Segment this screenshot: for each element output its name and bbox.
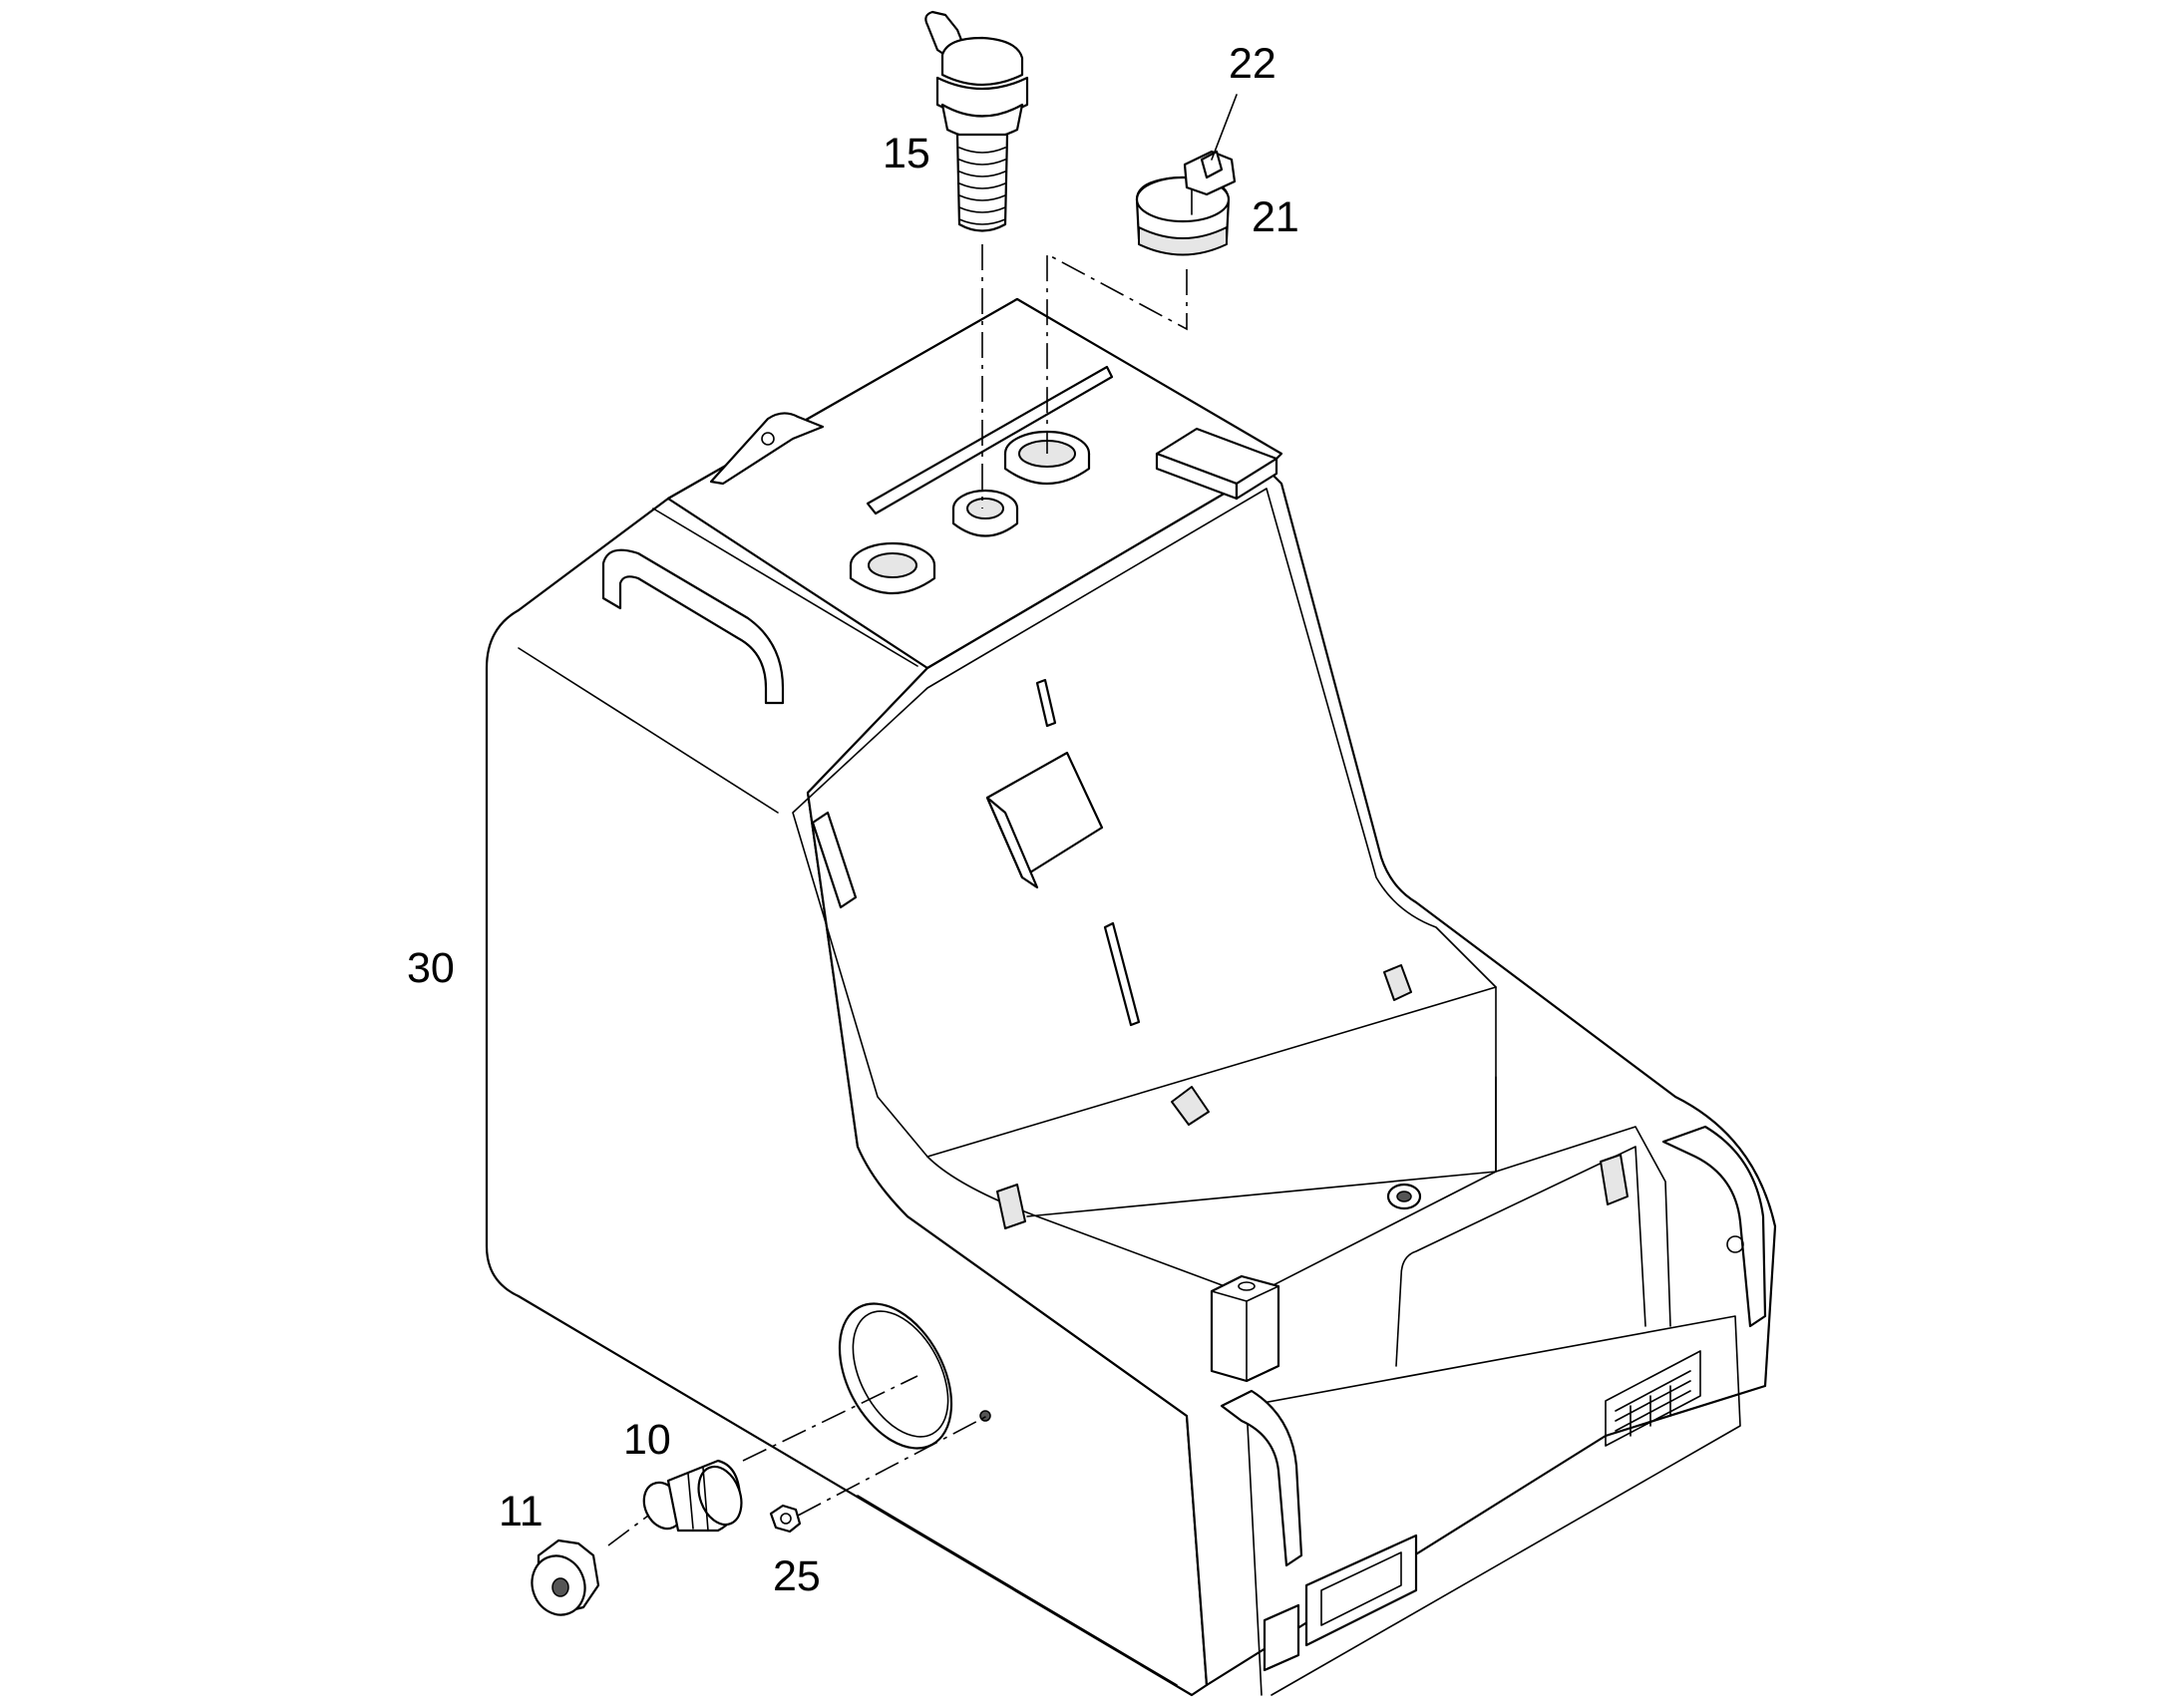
vent-grid bbox=[1605, 1350, 1701, 1447]
block-right bbox=[1600, 1154, 1629, 1205]
tank-bottom-edge bbox=[857, 1495, 1178, 1686]
top-mount-plate bbox=[1155, 427, 1278, 501]
fitting-threaded-stem bbox=[955, 133, 1009, 232]
part-15-threaded-fitting bbox=[924, 10, 1029, 232]
connector-front bbox=[697, 1465, 743, 1527]
tank-bevel-line-b bbox=[652, 508, 918, 667]
wall-bracket bbox=[811, 811, 858, 909]
hex-nut-hole bbox=[780, 1513, 792, 1525]
lifting-lug bbox=[709, 412, 825, 486]
cap-band bbox=[1138, 226, 1228, 256]
assembly-line-10 bbox=[607, 1375, 918, 1546]
wall-slot-upper bbox=[1035, 678, 1057, 728]
callout-11: 11 bbox=[499, 1488, 544, 1536]
floor-fitting bbox=[1386, 1183, 1422, 1210]
part-25-nut bbox=[769, 1504, 802, 1534]
part-10-connector bbox=[642, 1459, 743, 1533]
connector-grooves bbox=[687, 1467, 709, 1532]
knurled-cap-hole bbox=[551, 1577, 569, 1597]
callout-25: 25 bbox=[773, 1552, 821, 1600]
callout-30: 30 bbox=[407, 944, 455, 992]
block-center bbox=[1171, 1086, 1210, 1126]
carry-handle bbox=[601, 548, 785, 705]
callout-22: 22 bbox=[1229, 40, 1276, 88]
plug-tab bbox=[1200, 150, 1224, 179]
assembly-line-25 bbox=[797, 1415, 988, 1517]
tank-bevel-line-a bbox=[518, 647, 779, 814]
side-port-screw bbox=[979, 1410, 991, 1422]
block-left bbox=[996, 1184, 1026, 1229]
part-22-sensor-plug bbox=[1183, 150, 1237, 215]
assembly-lines bbox=[607, 244, 1188, 1546]
block-right-upper bbox=[1383, 964, 1412, 1001]
port-ring-small bbox=[951, 489, 1019, 537]
top-flange bbox=[849, 541, 936, 595]
corner-bracket-hole bbox=[1726, 1235, 1744, 1253]
callout-21: 21 bbox=[1252, 193, 1299, 241]
top-slot-rail bbox=[866, 365, 1114, 515]
tank-right-wall-edge bbox=[1395, 1126, 1671, 1367]
tank-housing bbox=[485, 297, 1777, 1697]
corner-bracket-left bbox=[1220, 1389, 1303, 1567]
port-ring-large bbox=[1003, 430, 1091, 486]
lifting-lug-hole bbox=[761, 432, 775, 446]
fitting-thread-lines bbox=[958, 147, 1006, 225]
leader-line-22 bbox=[1211, 94, 1238, 161]
front-switch-panel bbox=[1263, 1534, 1418, 1672]
tank-base-rail bbox=[1246, 1315, 1741, 1696]
tank-back-panel-edge bbox=[792, 488, 1497, 1297]
wall-mount-plate bbox=[985, 751, 1104, 889]
tall-block bbox=[1210, 1274, 1280, 1383]
corner-bracket-right bbox=[1661, 1125, 1767, 1328]
fitting-cap bbox=[940, 36, 1024, 87]
hex-nut bbox=[769, 1504, 802, 1534]
part-11-knurled-cap bbox=[531, 1538, 600, 1616]
callout-10: 10 bbox=[623, 1416, 671, 1464]
wall-slot-lower bbox=[1103, 921, 1141, 1027]
callout-15: 15 bbox=[883, 130, 930, 177]
assembly-line-21 bbox=[1046, 252, 1188, 454]
